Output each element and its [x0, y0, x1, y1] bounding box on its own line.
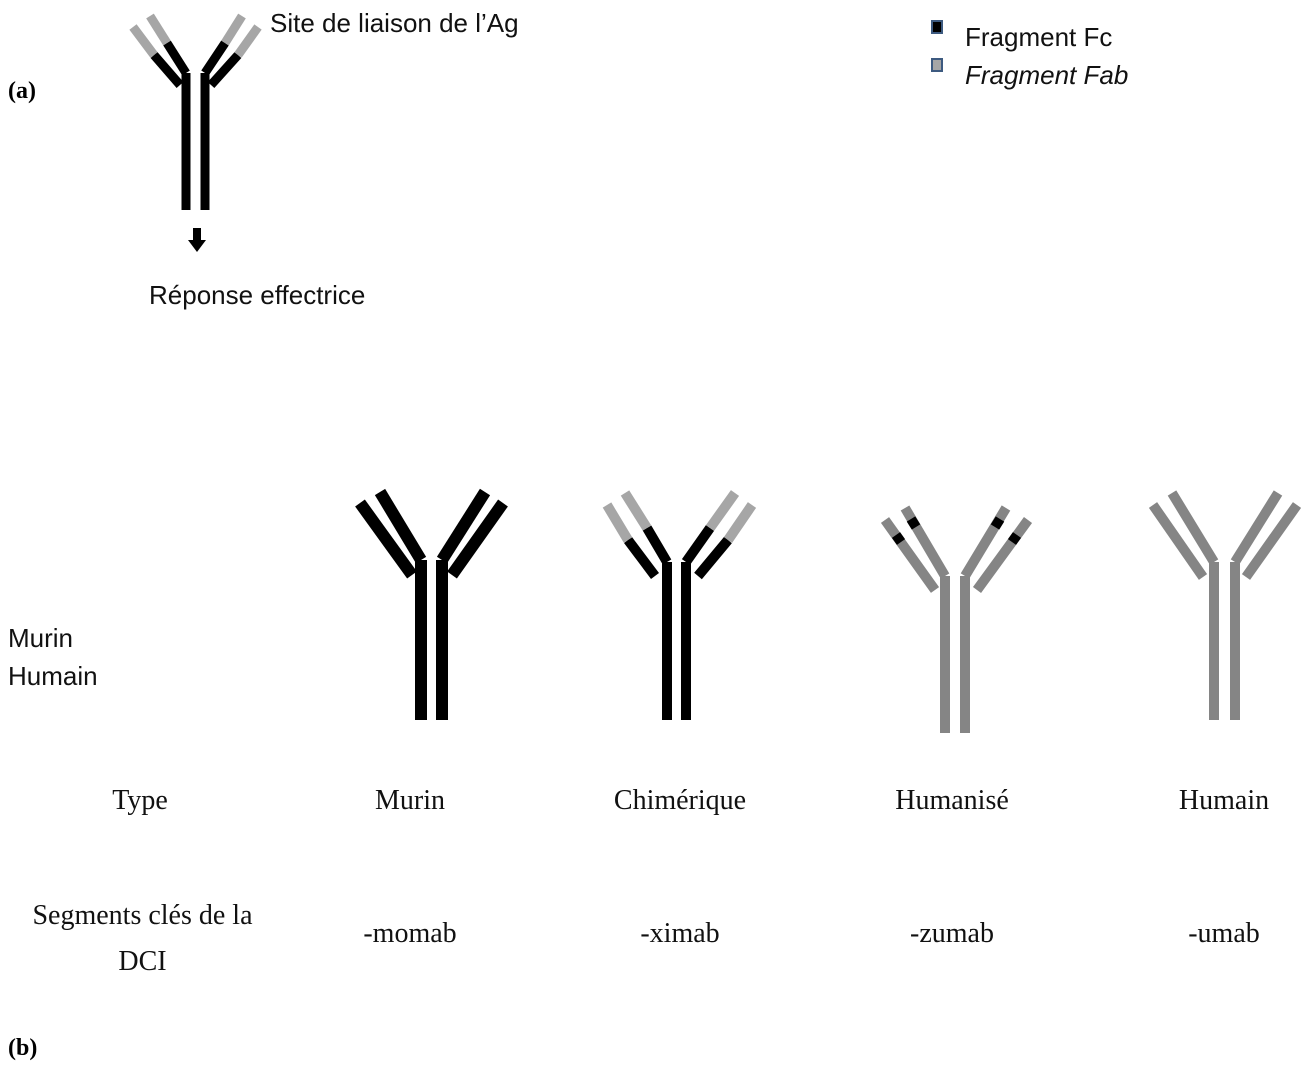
type-murine: Murin: [310, 785, 510, 817]
antibody-murine: [360, 492, 503, 720]
suffix-murine: -momab: [310, 918, 510, 950]
antibody-chimeric: [607, 493, 752, 720]
row-header-type: Type: [40, 785, 240, 817]
type-human: Humain: [1124, 785, 1308, 817]
suffix-chimeric: -ximab: [580, 918, 780, 950]
panel-b-label: (b): [8, 1035, 37, 1062]
row-header-segments: Segments clés de la DCI: [25, 893, 260, 985]
antibody-panel-a: [133, 16, 258, 252]
type-chimeric: Chimérique: [580, 785, 780, 817]
species-label-murine: Murin: [8, 623, 73, 654]
species-label-human: Humain: [8, 661, 98, 692]
suffix-human: -umab: [1124, 918, 1308, 950]
suffix-humanized: -zumab: [852, 918, 1052, 950]
antibody-humanized: [885, 508, 1028, 733]
antibody-human: [1153, 493, 1297, 720]
type-humanized: Humanisé: [852, 785, 1052, 817]
